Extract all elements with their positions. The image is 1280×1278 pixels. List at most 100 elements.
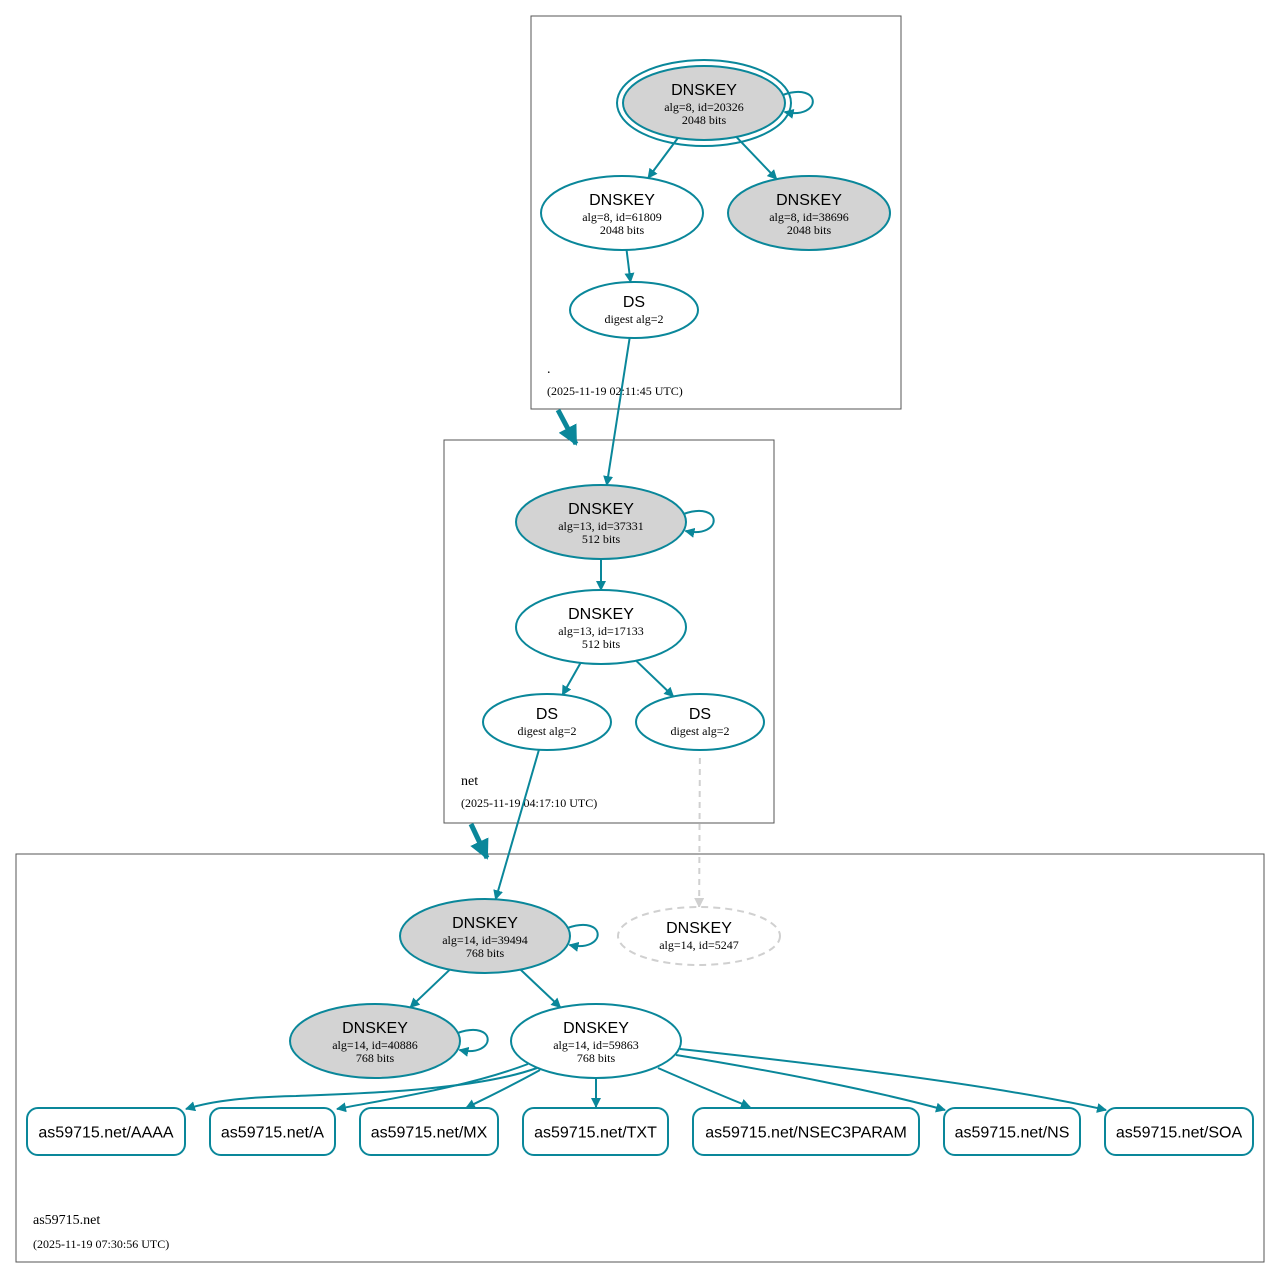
rrset-sign-edge: [679, 1048, 1107, 1113]
zone-timestamp: (2025-11-19 02:11:45 UTC): [547, 384, 683, 398]
rrset-label: as59715.net/MX: [371, 1125, 488, 1142]
rrset-sign-edge: [336, 1063, 529, 1113]
node-shape: [569, 281, 699, 339]
rrset-soa[interactable]: as59715.net/SOA: [1104, 1107, 1254, 1156]
rrset-box: [943, 1107, 1081, 1156]
rrset-sign-edge: [185, 1067, 538, 1112]
self-sign-edge: [457, 1029, 489, 1057]
rrset-label: as59715.net/AAAA: [38, 1125, 174, 1142]
sign-edge: [735, 136, 778, 180]
zone-root: . (2025-11-19 02:11:45 UTC): [530, 15, 902, 410]
zone-box: [443, 439, 775, 824]
node-detail: digest alg=2: [517, 724, 576, 738]
node-detail: alg=14, id=59863: [553, 1038, 639, 1052]
node-shape: [482, 693, 612, 751]
sign-edge: [635, 659, 675, 698]
zone-net: net (2025-11-19 04:17:10 UTC): [443, 439, 775, 824]
node-detail: alg=13, id=17133: [558, 624, 644, 638]
node-key-size: 768 bits: [356, 1051, 395, 1065]
node-title: DS: [623, 294, 645, 311]
node-shape: [727, 175, 891, 251]
node-detail: alg=14, id=5247: [659, 938, 739, 952]
zone-name: net: [461, 774, 478, 789]
rrset-label: as59715.net/A: [221, 1125, 325, 1142]
rrset-sign-edge: [675, 1054, 946, 1113]
node-title: DNSKEY: [452, 915, 518, 932]
zone-box: [15, 853, 1265, 1263]
sign-edge: [519, 968, 562, 1009]
node-detail: digest alg=2: [604, 312, 663, 326]
node-title: DS: [536, 706, 558, 723]
delegation-edge: [493, 749, 540, 901]
node-detail: alg=8, id=61809: [582, 210, 662, 224]
node-shape: [510, 1003, 682, 1079]
node-shape: [540, 175, 704, 251]
sign-edge: [647, 137, 679, 179]
node-shape: [635, 693, 765, 751]
rrset-box: [692, 1107, 920, 1156]
node-shape: [515, 589, 687, 665]
rrset-txt[interactable]: as59715.net/TXT: [522, 1107, 669, 1156]
node-key-size: 2048 bits: [787, 223, 832, 237]
node-shape: [515, 484, 687, 560]
node-detail: alg=13, id=37331: [558, 519, 644, 533]
zone-name: as59715.net: [33, 1213, 100, 1228]
node-title: DS: [689, 706, 711, 723]
self-sign-edge: [683, 510, 715, 538]
rrset-box: [26, 1107, 186, 1156]
node-title: DNSKEY: [563, 1020, 629, 1037]
rrset-label: as59715.net/SOA: [1116, 1125, 1243, 1142]
zone-delegation-arrow: [468, 822, 490, 860]
zone-timestamp: (2025-11-19 04:17:10 UTC): [461, 796, 597, 810]
sign-edge: [409, 968, 451, 1009]
rrset-box: [1104, 1107, 1254, 1156]
zone-name: .: [547, 362, 551, 377]
rrset-sign-edge: [657, 1067, 751, 1109]
node-key-size: 2048 bits: [682, 113, 727, 127]
node-detail: alg=8, id=38696: [769, 210, 849, 224]
missing-delegation-edge: [694, 757, 705, 909]
rrset-box: [209, 1107, 336, 1156]
rrset-ns[interactable]: as59715.net/NS: [943, 1107, 1081, 1156]
node-detail: digest alg=2: [670, 724, 729, 738]
rrset-aaaa[interactable]: as59715.net/AAAA: [26, 1107, 186, 1156]
node-key-size: 768 bits: [466, 946, 505, 960]
node-title: DNSKEY: [568, 501, 634, 518]
sign-edge: [624, 249, 635, 284]
node-title: DNSKEY: [589, 192, 655, 209]
node-shape: [399, 898, 571, 974]
zone-timestamp: (2025-11-19 07:30:56 UTC): [33, 1237, 169, 1251]
node-key-size: 768 bits: [577, 1051, 616, 1065]
rrset-sign-edge: [465, 1069, 541, 1109]
rrset-mx[interactable]: as59715.net/MX: [359, 1107, 499, 1156]
rrset-label: as59715.net/NSEC3PARAM: [705, 1125, 907, 1142]
node-key-size: 512 bits: [582, 532, 621, 546]
trust-anchor-ring: [616, 59, 792, 147]
zone-box: [530, 15, 902, 410]
rrset-a[interactable]: as59715.net/A: [209, 1107, 336, 1156]
sign-edge: [561, 662, 582, 696]
node-detail: alg=14, id=39494: [442, 933, 528, 947]
rrset-nsec3param[interactable]: as59715.net/NSEC3PARAM: [692, 1107, 920, 1156]
node-key-size: 512 bits: [582, 637, 621, 651]
node-shape: [289, 1003, 461, 1079]
node-detail: alg=8, id=20326: [664, 100, 744, 114]
rrset-box: [359, 1107, 499, 1156]
node-detail: alg=14, id=40886: [332, 1038, 418, 1052]
node-shape: [622, 65, 786, 141]
zone-as59715: as59715.net (2025-11-19 07:30:56 UTC): [15, 853, 1265, 1263]
rrset-label: as59715.net/NS: [955, 1125, 1070, 1142]
node-title: DNSKEY: [776, 192, 842, 209]
